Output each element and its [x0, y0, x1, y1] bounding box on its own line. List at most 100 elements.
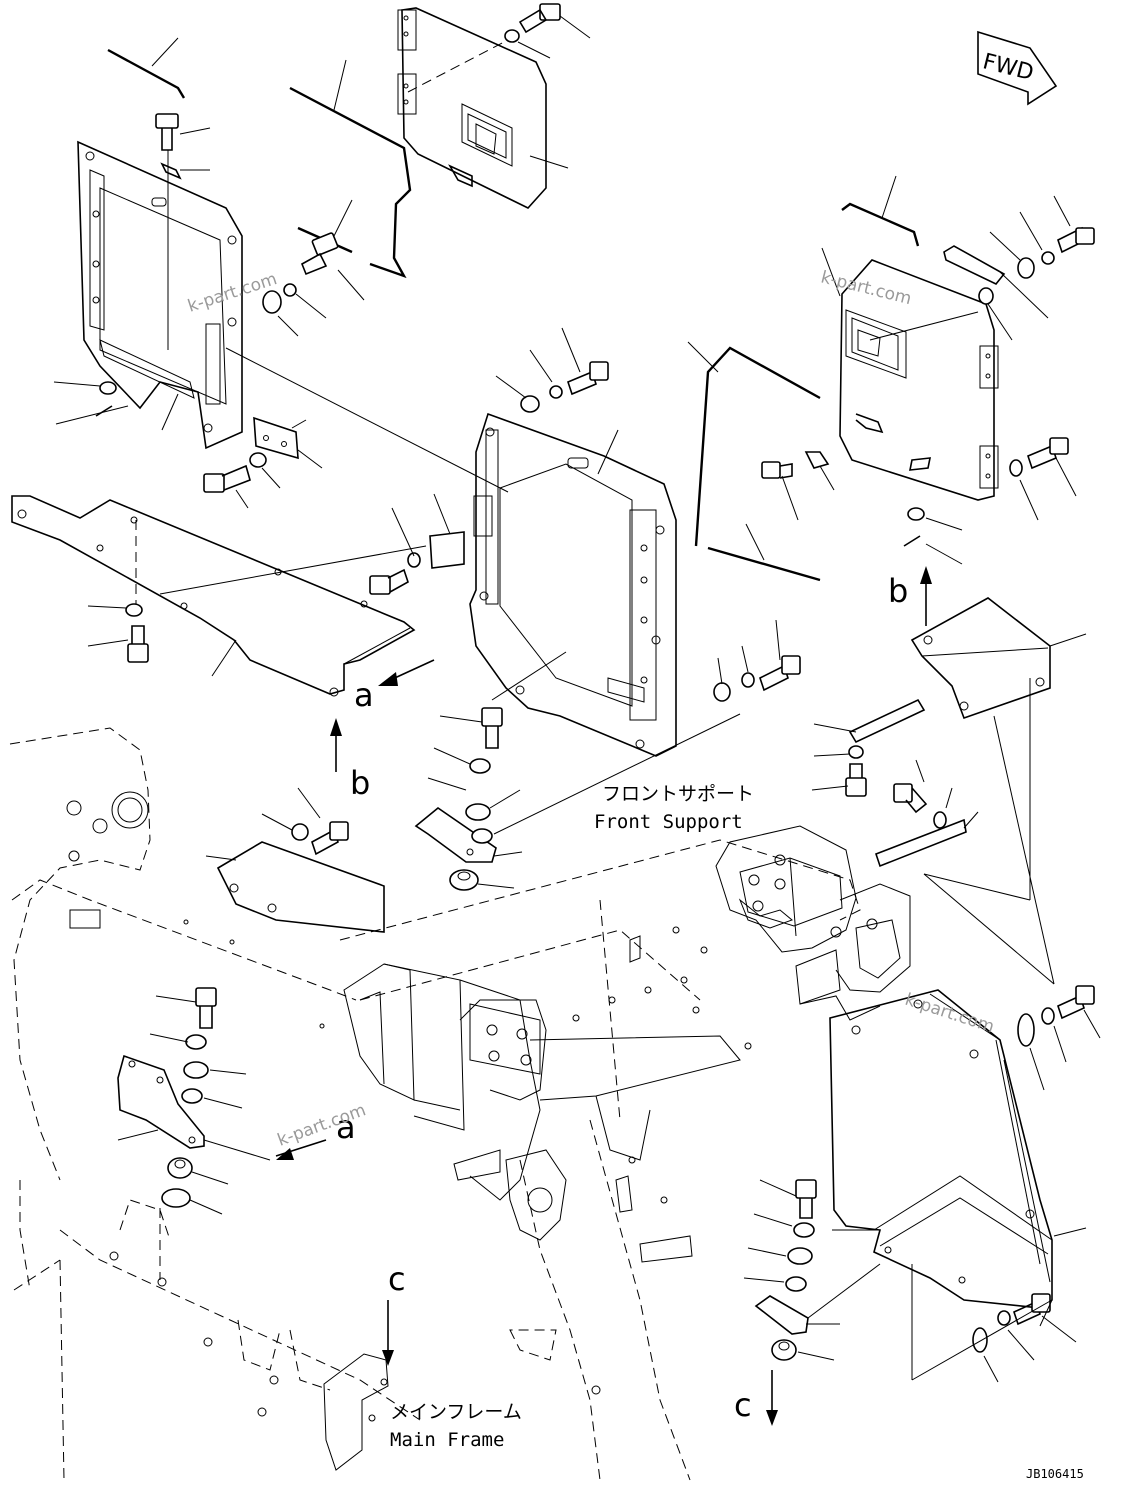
- main-frame-outline: [9, 727, 691, 1481]
- bolt-icon: [195, 987, 217, 1029]
- washer-icon: [713, 682, 731, 702]
- washer-icon: [785, 1276, 807, 1292]
- bolt-icon: [300, 232, 339, 276]
- washer-icon: [787, 1247, 813, 1265]
- washer-icon: [972, 1327, 988, 1353]
- washer-icon: [465, 803, 491, 821]
- leader-lines: [159, 327, 781, 701]
- bolt-icon: [795, 1179, 817, 1219]
- plate-icon: [253, 416, 299, 460]
- washer-icon: [933, 811, 947, 829]
- svg-text:a: a: [354, 676, 374, 714]
- washer-icon: [1041, 251, 1055, 265]
- washer-icon: [185, 1034, 207, 1050]
- leader-lines: [781, 175, 1077, 565]
- frame-bosses: [66, 791, 601, 1417]
- washer-icon: [520, 395, 540, 413]
- front-support-label-jp: フロントサポート: [602, 783, 754, 805]
- washer-icon: [161, 1188, 191, 1208]
- leader-lines: [53, 37, 509, 509]
- bolt-icon: [761, 461, 793, 479]
- chassis-assembly: [339, 839, 861, 1263]
- front-support-frame: [469, 412, 677, 757]
- clip-icon: [804, 451, 830, 469]
- bolt-icon: [155, 113, 179, 151]
- front-support-mount: [715, 825, 911, 1021]
- washer-icon: [99, 381, 117, 395]
- main-frame-label-jp: メインフレーム: [390, 1401, 522, 1423]
- bracket-icon: [754, 1295, 809, 1335]
- washer-icon: [183, 1061, 209, 1079]
- bolt-icon: [759, 655, 801, 692]
- pin-icon: [95, 405, 113, 417]
- watermark: k-part.com: [902, 990, 996, 1038]
- front-support-label-en: Front Support: [594, 811, 743, 833]
- washer-icon: [848, 745, 864, 759]
- plate-icon: [943, 245, 1006, 285]
- bolt-icon: [127, 625, 149, 663]
- bolt-icon: [893, 783, 928, 814]
- stay-rod-short: [707, 546, 821, 582]
- bolt-icon: [1013, 1293, 1051, 1326]
- plate-icon: [429, 531, 465, 569]
- washer-icon: [249, 452, 267, 468]
- bolt-icon: [481, 707, 503, 749]
- washer-icon: [125, 603, 143, 617]
- view-marker-b-left: b: [330, 718, 370, 802]
- washer-icon: [549, 385, 563, 399]
- leader-lines: [205, 787, 321, 861]
- leader-lines: [117, 995, 271, 1280]
- left-guard-plate: [183, 841, 385, 933]
- washer-icon: [407, 552, 421, 568]
- bolt-icon: [845, 763, 867, 797]
- watermark: k-part.com: [819, 267, 914, 309]
- leader-lines: [811, 633, 1087, 985]
- washer-icon: [262, 290, 282, 314]
- washer-icon: [997, 1310, 1011, 1326]
- leader-lines: [743, 1179, 881, 1361]
- svg-text:a: a: [336, 1108, 356, 1146]
- fwd-label: FWD: [980, 49, 1036, 86]
- left-lower-bracket: [117, 1054, 205, 1149]
- bolt-icon: [567, 361, 609, 396]
- left-long-bracket: [11, 495, 416, 697]
- leader-lines: [911, 1009, 1101, 1383]
- washer-icon: [504, 29, 520, 43]
- nut-icon: [449, 869, 479, 891]
- nut-icon: [167, 1157, 193, 1179]
- washer-icon: [907, 507, 925, 521]
- washer-icon: [978, 287, 994, 305]
- fwd-arrow-icon: FWD: [977, 30, 1058, 106]
- washer-icon: [283, 283, 297, 297]
- bolt-icon: [1057, 226, 1095, 254]
- strap-icon: [848, 698, 926, 744]
- washer-icon: [741, 672, 755, 688]
- view-marker-a-left: a: [354, 659, 435, 714]
- nut-icon: [771, 1339, 797, 1361]
- right-door-cover: [839, 259, 999, 501]
- view-marker-c-bottom: c: [734, 1370, 778, 1426]
- main-frame-label-en: Main Frame: [390, 1429, 504, 1451]
- stay-rod-left: [107, 48, 186, 99]
- washer-icon: [181, 1088, 203, 1104]
- svg-text:c: c: [734, 1386, 752, 1424]
- bolt-icon: [311, 821, 349, 856]
- bolt-icon: [518, 3, 561, 34]
- washer-icon: [1017, 1013, 1035, 1047]
- svg-text:c: c: [388, 1260, 406, 1298]
- left-door-frame: [77, 140, 243, 450]
- pin-icon: [903, 535, 921, 547]
- top-center-cover: [397, 7, 547, 209]
- washer-icon: [1017, 257, 1035, 279]
- right-upper-bracket: [910, 597, 1051, 720]
- washer-icon: [471, 828, 493, 844]
- view-marker-c-top: c: [382, 1260, 406, 1366]
- stay-rod-right: [841, 202, 920, 247]
- leader-lines: [427, 713, 741, 889]
- svg-text:b: b: [888, 572, 908, 610]
- washer-icon: [1041, 1007, 1055, 1025]
- bolt-icon: [369, 568, 409, 595]
- washer-icon: [291, 823, 309, 841]
- strap-icon: [874, 818, 967, 868]
